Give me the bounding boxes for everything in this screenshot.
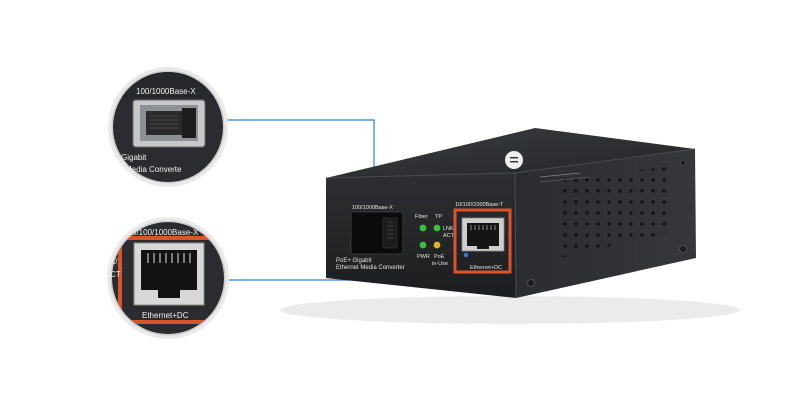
- callout-sfp-title: 100/1000Base-X: [136, 87, 196, 96]
- led-label-poe: PoE: [434, 254, 445, 260]
- brand-logo-icon: [505, 151, 523, 169]
- rj45-status-led: [463, 252, 469, 258]
- callout-rj45-zoom: 0/100/1000Base-X K/ CT Ethernet+DC: [107, 217, 229, 339]
- rj45-port-label: 10/100/1000Base-T: [455, 202, 504, 208]
- device-front-face: [326, 173, 516, 298]
- callout-sfp-zoom: 100/1000Base-X Gigabit Media Converte: [108, 67, 228, 187]
- led-label-inuse: in-Use: [432, 261, 448, 267]
- callout-rj45-title: 0/100/1000Base-X: [132, 228, 199, 237]
- product-name-line2: Ethernet Media Converter: [336, 265, 405, 271]
- callout-sfp-line2: Media Converte: [125, 165, 182, 174]
- side-vents: [560, 166, 672, 258]
- led-tp-indicator: [433, 224, 441, 232]
- led-fiber-indicator: [419, 224, 427, 232]
- product-name-line1: PoE+ Gigabit: [336, 258, 372, 264]
- callout-sfp-line1: Gigabit: [121, 153, 147, 162]
- rj45-highlight-frame: [453, 208, 512, 274]
- sfp-port: [350, 211, 404, 255]
- led-label-tp: TP: [435, 214, 442, 220]
- callout-rj45-footer: Ethernet+DC: [142, 311, 189, 320]
- led-label-fiber: Fiber: [415, 214, 428, 220]
- media-converter-device: 100/1000Base-X PoE+ Gigabit Ethernet Med…: [280, 128, 740, 324]
- rj45-port: [461, 217, 505, 252]
- rj45-sub-label: Ethernet+DC: [470, 265, 502, 271]
- callout-rj45-side-top: K/: [110, 257, 118, 266]
- sfp-port-label: 100/1000Base-X: [352, 205, 393, 211]
- led-label-lnk: LNK/: [443, 226, 456, 232]
- led-poe-indicator: [433, 241, 441, 249]
- led-label-pwr: PWR: [417, 254, 430, 260]
- led-pwr-indicator: [419, 241, 427, 249]
- callout-rj45-side-bottom: CT: [110, 270, 121, 279]
- led-label-act: ACT: [443, 233, 455, 239]
